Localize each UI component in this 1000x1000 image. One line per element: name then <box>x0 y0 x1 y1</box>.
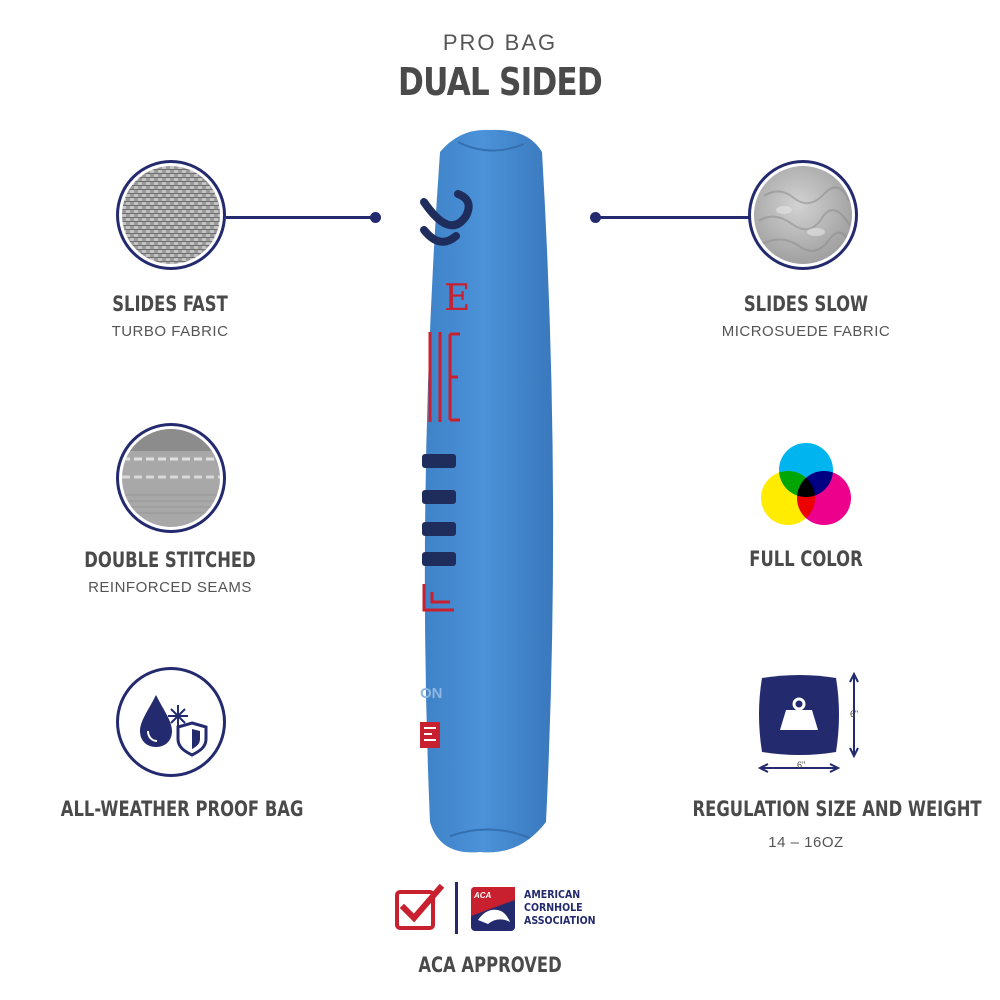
bag-print-text: ON <box>420 685 443 702</box>
connector-dot-right <box>590 212 601 223</box>
cornhole-bag-image: E ON <box>420 129 554 853</box>
svg-text:E: E <box>444 278 470 319</box>
regulation-title: REGULATION SIZE AND WEIGHT <box>692 797 982 821</box>
weight-bag-icon <box>757 671 859 773</box>
aca-logo-line-3: ASSOCIATION <box>524 914 596 927</box>
weather-proof-badge <box>116 667 226 777</box>
woven-fabric-icon <box>122 166 220 264</box>
suede-fabric-icon <box>754 166 852 264</box>
connector-dot-left <box>370 212 381 223</box>
microsuede-fabric-swatch <box>748 160 858 270</box>
aca-logo-badge: ACA <box>473 891 492 900</box>
aca-logo-line-2: CORNHOLE <box>524 901 583 914</box>
slides-slow-title: SLIDES SLOW <box>743 292 869 316</box>
footer-divider <box>455 882 458 934</box>
header-subtitle: PRO BAG <box>442 30 558 55</box>
aca-logo-text: AMERICAN CORNHOLE ASSOCIATION <box>524 888 596 927</box>
aca-logo-icon: ACA <box>471 887 515 931</box>
slides-fast-title: SLIDES FAST <box>112 292 228 316</box>
header-title: DUAL SIDED <box>398 60 603 104</box>
regulation-subtitle: 14 – 16OZ <box>768 834 844 851</box>
full-color-title: FULL COLOR <box>749 547 863 571</box>
slides-slow-subtitle: MICROSUEDE FABRIC <box>721 323 891 340</box>
slides-fast-subtitle: TURBO FABRIC <box>111 323 229 340</box>
weather-shield-icon <box>140 695 208 757</box>
stitching-icon <box>122 429 220 527</box>
connector-line-left <box>226 216 376 219</box>
cmy-circles-icon <box>761 443 851 525</box>
aca-logo-line-1: AMERICAN <box>524 888 581 901</box>
checkbox-check-icon <box>395 884 445 930</box>
aca-approved-label: ACA APPROVED <box>418 953 562 977</box>
double-stitched-title: DOUBLE STITCHED <box>84 548 256 572</box>
stitched-seam-swatch <box>116 423 226 533</box>
regulation-height-label: 6" <box>850 709 859 719</box>
turbo-fabric-swatch <box>116 160 226 270</box>
double-stitched-subtitle: REINFORCED SEAMS <box>88 579 252 596</box>
connector-line-right <box>596 216 750 219</box>
weather-proof-title: ALL-WEATHER PROOF BAG <box>60 797 304 821</box>
regulation-width-label: 6" <box>797 760 806 770</box>
